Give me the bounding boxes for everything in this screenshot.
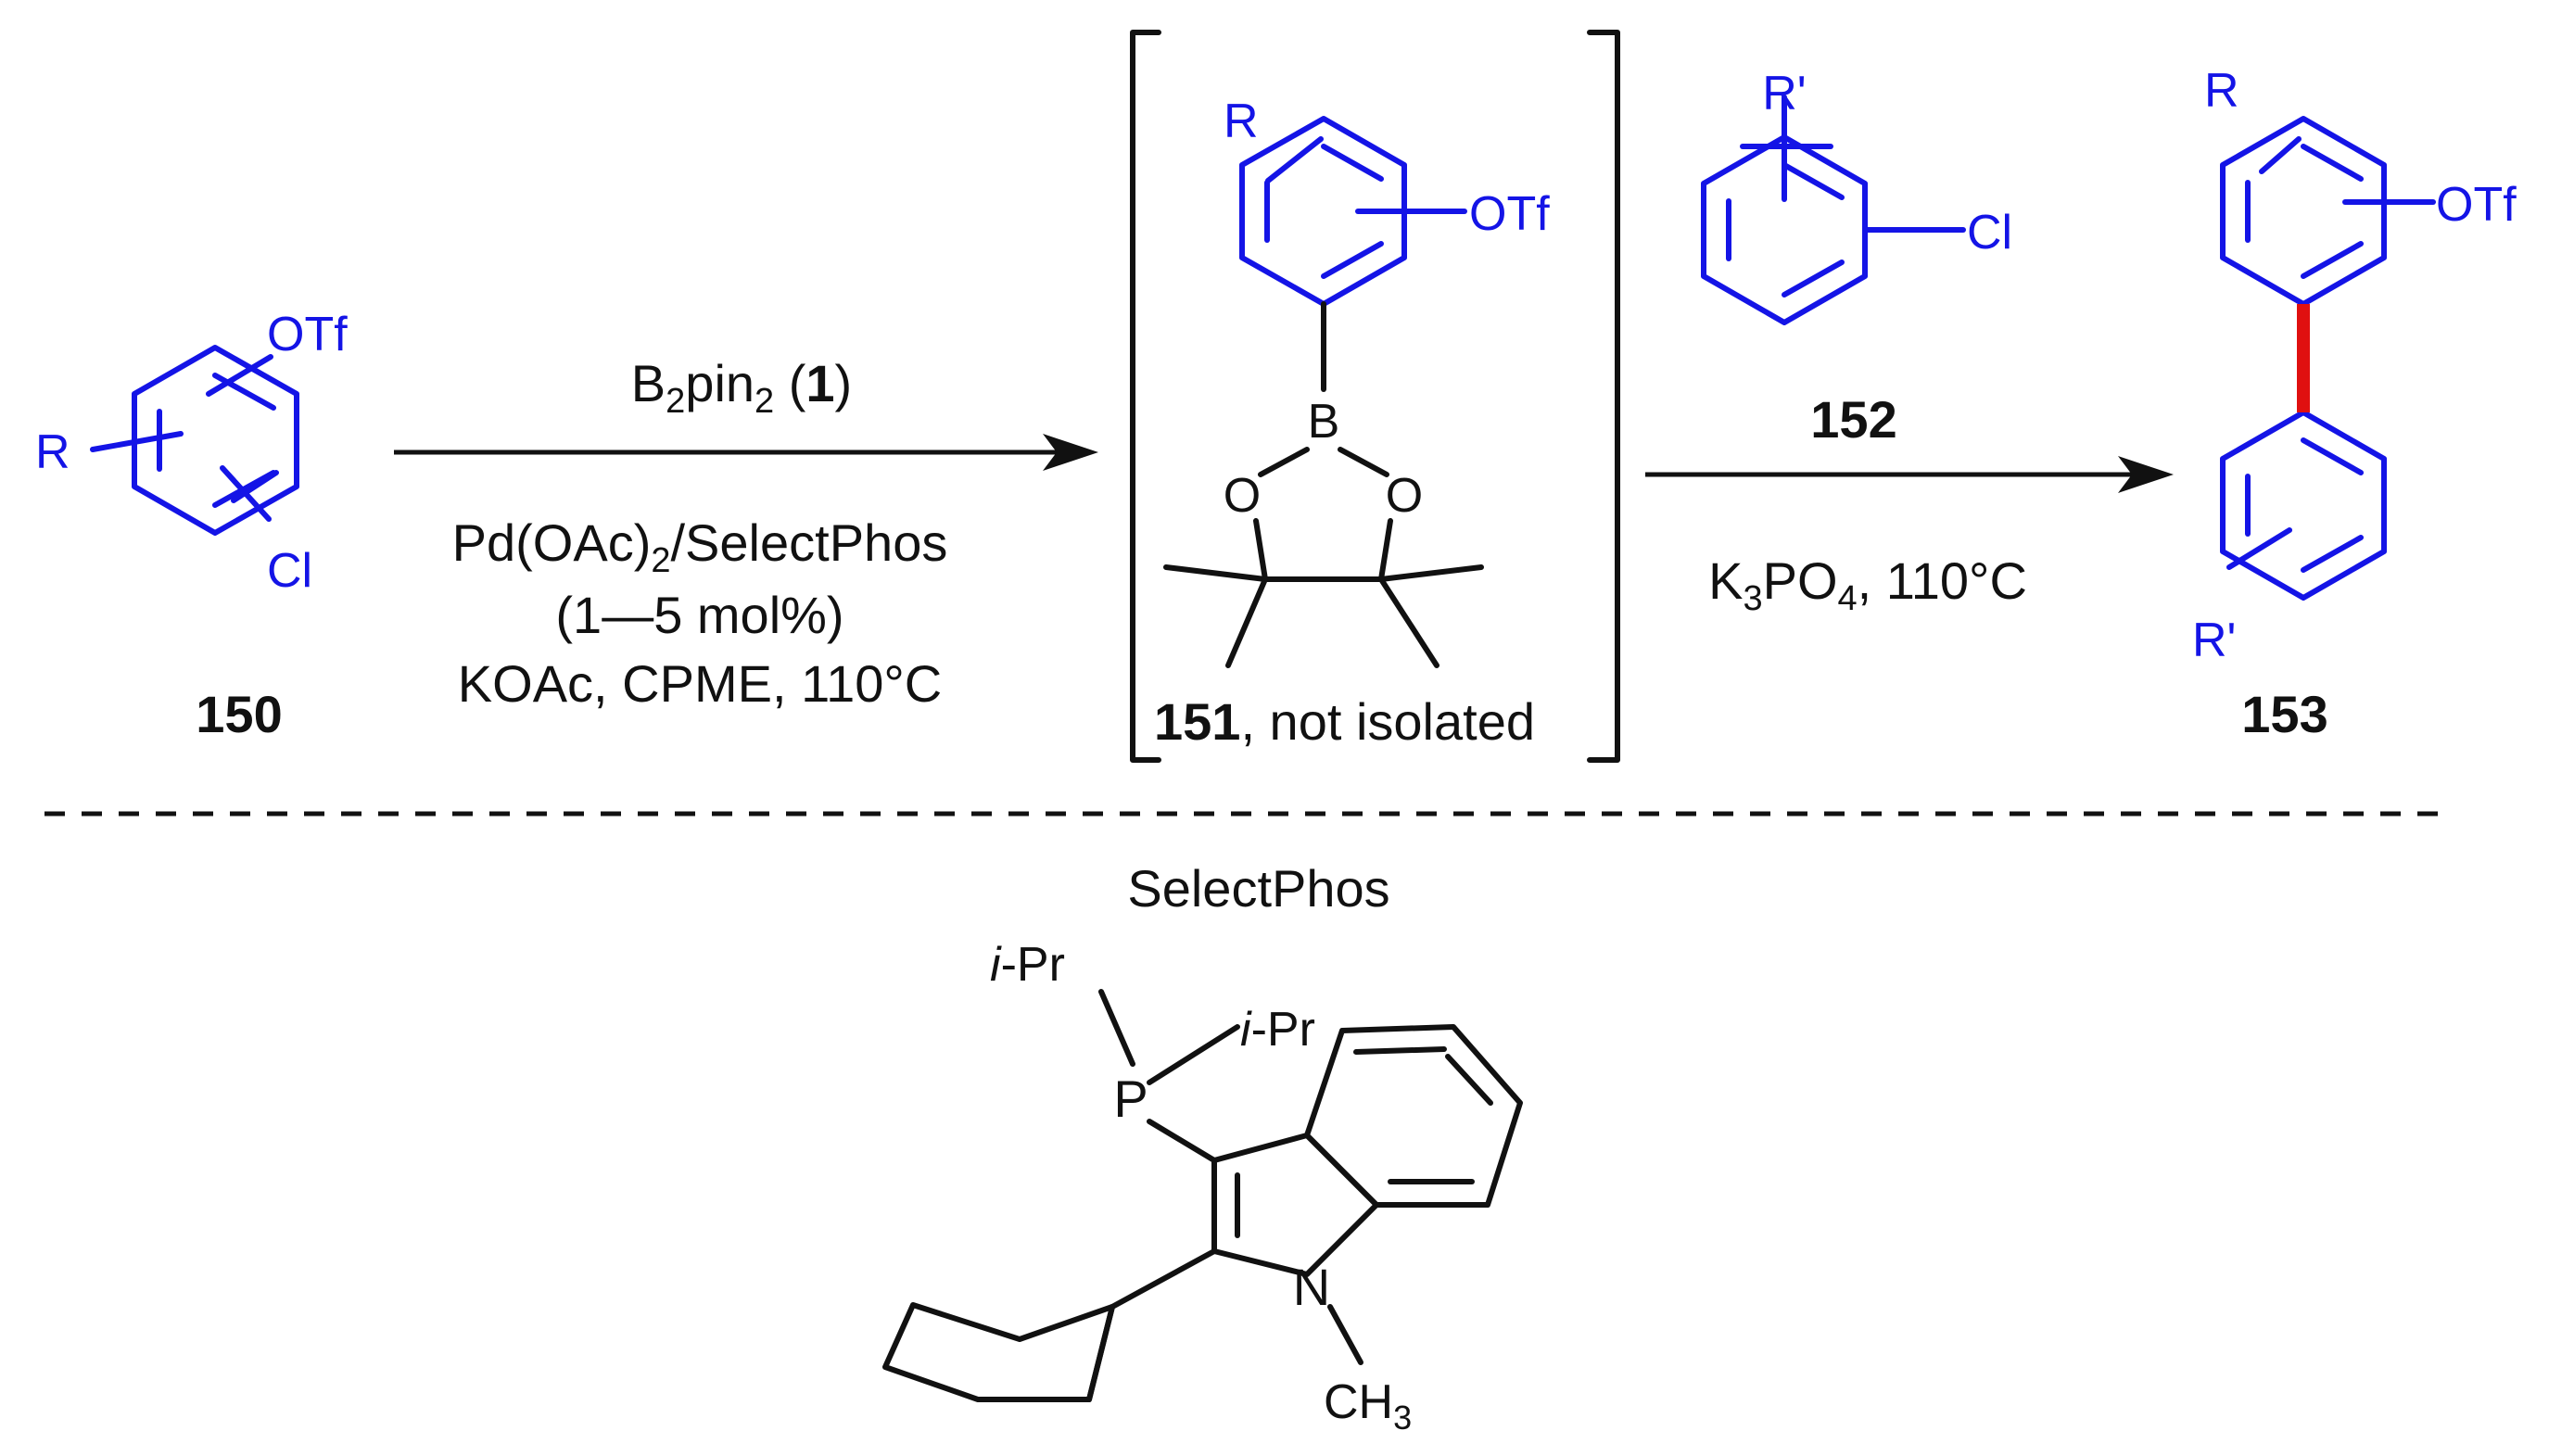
reaction-arrow-2 xyxy=(1645,456,2174,493)
ligand-title: SelectPhos xyxy=(1127,859,1389,918)
intermediate-brackets xyxy=(1130,30,1620,763)
compound-150-label: 150 xyxy=(196,685,282,743)
intermediate-151-otf: OTf xyxy=(1469,187,1550,241)
intermediate-151-structure xyxy=(1163,116,1484,668)
compound-150-r: R xyxy=(35,425,70,479)
compound-150-structure xyxy=(90,345,299,536)
intermediate-151-boron: B xyxy=(1308,395,1340,449)
selectphos-structure xyxy=(882,989,1523,1402)
intermediate-151-oxygen-left: O xyxy=(1224,469,1261,523)
intermediate-151-label: 151, not isolated xyxy=(1154,692,1535,751)
ligand-methyl: CH3 xyxy=(1324,1375,1412,1437)
compound-152-cl: Cl xyxy=(1967,206,2012,260)
compound-152-label: 152 xyxy=(1810,390,1896,449)
product-153-label: 153 xyxy=(2241,685,2327,743)
ligand-nitrogen: N xyxy=(1293,1258,1330,1316)
intermediate-151-r: R xyxy=(1224,95,1259,148)
reaction-arrow-1 xyxy=(394,434,1098,471)
compound-150-cl: Cl xyxy=(267,544,312,598)
product-153-structure xyxy=(2220,116,2436,601)
product-153-r-prime: R' xyxy=(2192,614,2236,667)
product-153-otf: OTf xyxy=(2436,178,2517,232)
step2-conditions: K3PO4, 110°C xyxy=(1708,551,2027,618)
step1-catalyst: Pd(OAc)2/SelectPhos xyxy=(452,513,948,580)
step1-conditions: KOAc, CPME, 110°C xyxy=(458,654,942,713)
ligand-phosphorus: P xyxy=(1113,1070,1148,1128)
compound-152-structure xyxy=(1701,95,1966,325)
ligand-ipr-2: i-Pr xyxy=(1240,1003,1315,1057)
compound-150-otf: OTf xyxy=(267,308,348,361)
intermediate-151-oxygen-right: O xyxy=(1386,469,1423,523)
step1-reagent: B2pin2 (1) xyxy=(631,354,852,421)
step1-loading: (1—5 mol%) xyxy=(555,586,843,644)
ligand-ipr-1: i-Pr xyxy=(990,938,1065,992)
compound-152-r: R' xyxy=(1762,67,1806,120)
product-153-r: R xyxy=(2204,64,2239,118)
